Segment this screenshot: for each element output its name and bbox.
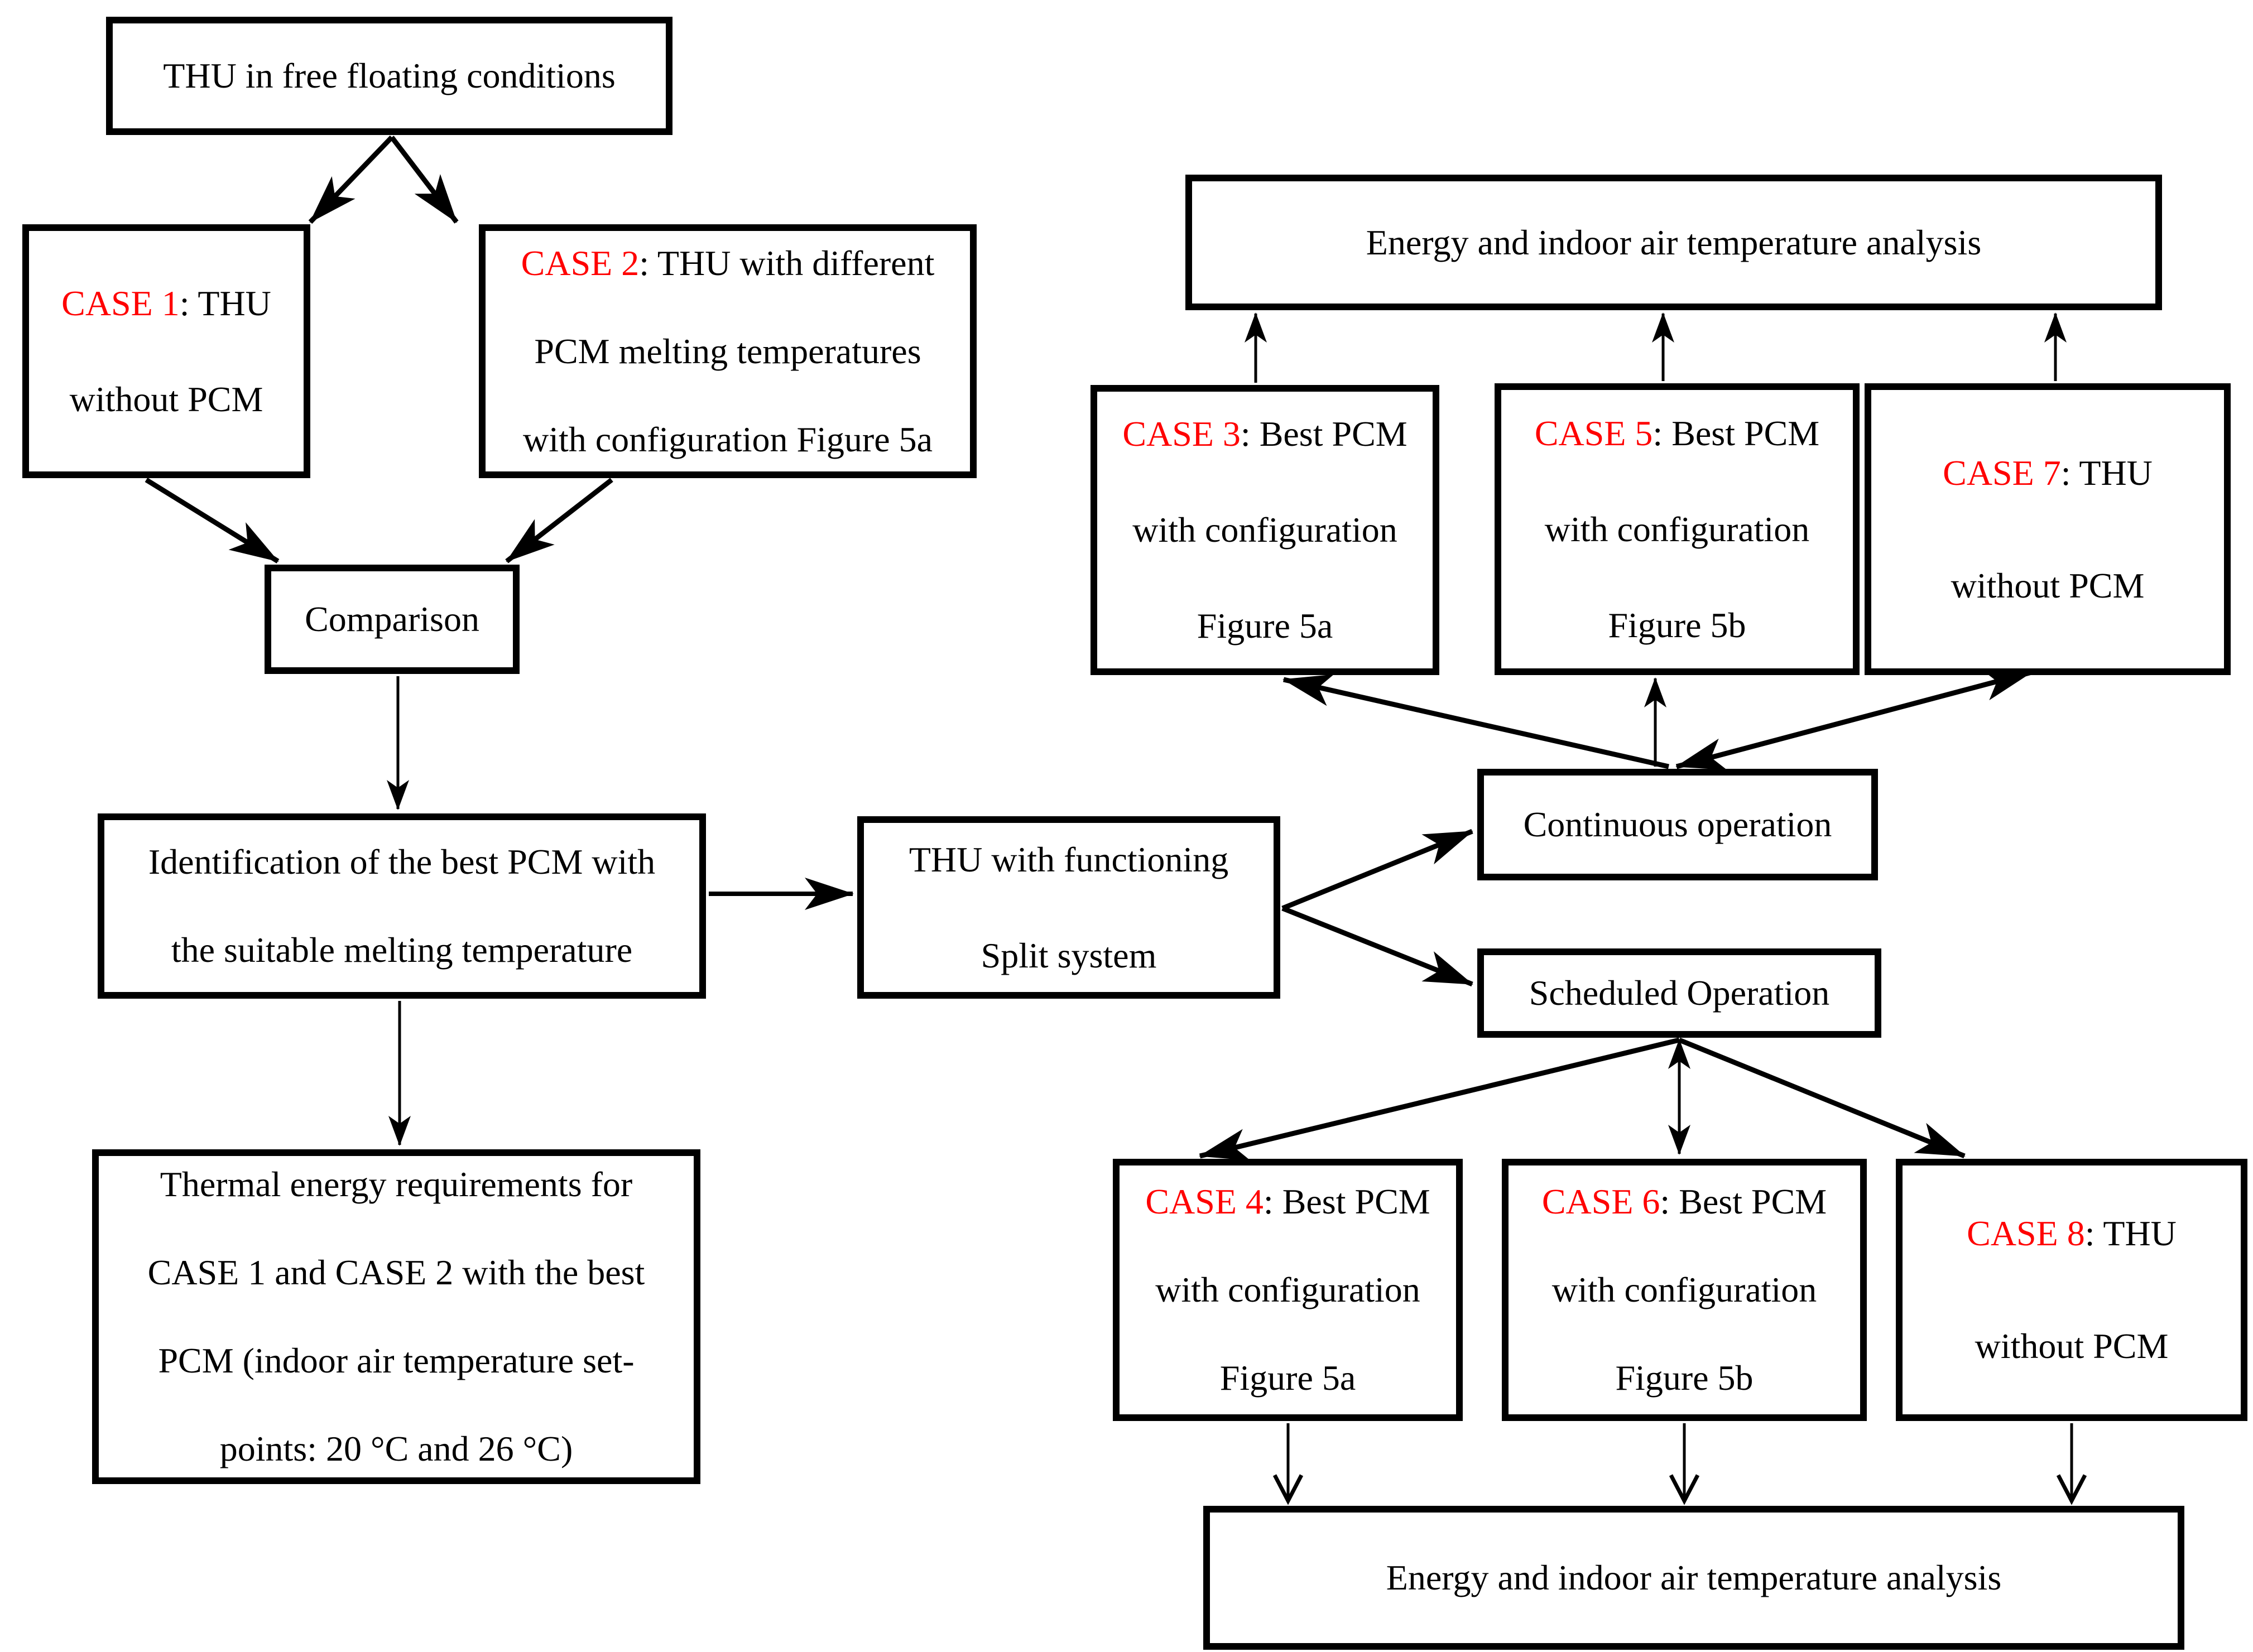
case-title-line: CASE 1: THU	[61, 283, 271, 324]
case-text-line: without PCM	[1975, 1326, 2169, 1366]
box-case-1: CASE 1: THU without PCM	[22, 224, 310, 478]
case-label: CASE 1	[61, 283, 180, 323]
arrow-continuous-case3	[1282, 674, 1669, 769]
box-case-8: CASE 8: THU without PCM	[1896, 1159, 2247, 1421]
arrow-thusplit-continuous	[1281, 829, 1473, 911]
case-label-suffix: : Best PCM	[1652, 413, 1820, 453]
box-text-line: PCM (indoor air temperature set-	[158, 1341, 635, 1380]
box-label: THU in free floating conditions	[163, 56, 616, 95]
box-text-line: Thermal energy requirements for	[160, 1164, 633, 1204]
box-case-3: CASE 3: Best PCM with configuration Figu…	[1091, 385, 1439, 675]
case-title-line: CASE 7: THU	[1943, 453, 2153, 493]
box-label: Continuous operation	[1523, 805, 1832, 844]
box-scheduled-operation: Scheduled Operation	[1477, 948, 1881, 1038]
case-label-suffix: : Best PCM	[1263, 1182, 1430, 1221]
case-label-suffix: : THU	[179, 283, 271, 323]
case-label: CASE 4	[1145, 1182, 1264, 1221]
box-text-line: Split system	[981, 935, 1157, 975]
case-title-line: CASE 8: THU	[1967, 1213, 2177, 1254]
case-text-line: with configuration	[1132, 510, 1397, 550]
box-case-6: CASE 6: Best PCM with configuration Figu…	[1502, 1159, 1867, 1421]
case-text-line: without PCM	[69, 379, 263, 419]
box-identification: Identification of the best PCM with the …	[98, 813, 706, 999]
case-label: CASE 6	[1541, 1182, 1660, 1221]
arrow-freefloating-case2	[390, 136, 459, 224]
arrow-scheduled-case8	[1678, 1037, 1966, 1159]
box-case-4: CASE 4: Best PCM with configuration Figu…	[1113, 1159, 1463, 1421]
case-text-line: with configuration	[1551, 1270, 1817, 1309]
case-label-suffix: : Best PCM	[1240, 414, 1407, 454]
arrow-case2-comparison	[505, 478, 613, 563]
box-text-line: THU with functioning	[909, 839, 1229, 879]
arrow-group	[145, 135, 2087, 1505]
box-analysis-bottom: Energy and indoor air temperature analys…	[1203, 1506, 2184, 1650]
box-text-line: CASE 1 and CASE 2 with the best	[147, 1253, 645, 1292]
case-text-line: Figure 5a	[1197, 606, 1333, 646]
arrow-case1-comparison	[145, 478, 280, 563]
case-label-suffix: : THU with different	[639, 243, 935, 283]
case-text-line: with configuration	[1155, 1270, 1420, 1309]
case-title-line: CASE 6: Best PCM	[1542, 1182, 1827, 1222]
case-text-line: without PCM	[1951, 565, 2145, 605]
case-label-suffix: : THU	[2084, 1213, 2177, 1253]
case-label-suffix: : Best PCM	[1660, 1182, 1827, 1221]
box-thu-split-system: THU with functioning Split system	[857, 816, 1280, 999]
box-text-line: the suitable melting temperature	[171, 930, 633, 970]
case-label: CASE 3	[1122, 414, 1241, 454]
box-text-line: points: 20 °C and 26 °C)	[219, 1429, 573, 1468]
box-continuous-operation: Continuous operation	[1477, 769, 1878, 880]
box-comparison: Comparison	[265, 565, 520, 674]
case-text-line: with configuration	[1544, 509, 1810, 549]
arrow-scheduled-case4	[1199, 1037, 1680, 1160]
box-case-5: CASE 5: Best PCM with configuration Figu…	[1495, 383, 1860, 675]
box-analysis-top: Energy and indoor air temperature analys…	[1185, 175, 2162, 310]
case-text-line: PCM melting temperatures	[534, 331, 921, 371]
box-label: Energy and indoor air temperature analys…	[1366, 222, 1982, 262]
box-thermal-requirements: Thermal energy requirements for CASE 1 a…	[92, 1149, 700, 1484]
case-text-line: Figure 5a	[1219, 1358, 1356, 1398]
box-free-floating: THU in free floating conditions	[106, 17, 672, 135]
box-label: Comparison	[305, 599, 479, 639]
box-case-7: CASE 7: THU without PCM	[1865, 383, 2231, 675]
case-title-line: CASE 3: Best PCM	[1122, 414, 1407, 454]
case-title-line: CASE 5: Best PCM	[1535, 413, 1819, 454]
case-text-line: with configuration Figure 5a	[522, 419, 933, 459]
case-label-suffix: : THU	[2060, 452, 2153, 493]
case-label: CASE 8	[1967, 1213, 2085, 1253]
case-title-line: CASE 2: THU with different	[521, 243, 935, 283]
arrow-thusplit-scheduled	[1281, 906, 1473, 987]
case-title-line: CASE 4: Best PCM	[1145, 1182, 1430, 1222]
box-case-2: CASE 2: THU with different PCM melting t…	[479, 224, 977, 478]
case-text-line: Figure 5b	[1615, 1358, 1754, 1398]
box-text-line: Identification of the best PCM with	[148, 842, 656, 882]
box-label: Energy and indoor air temperature analys…	[1386, 1558, 2002, 1597]
arrow-freefloating-case1	[308, 135, 394, 224]
case-label: CASE 7	[1943, 452, 2061, 493]
case-label: CASE 5	[1534, 413, 1653, 453]
case-text-line: Figure 5b	[1608, 605, 1746, 645]
arrow-continuous-case7	[1675, 669, 2033, 770]
box-label: Scheduled Operation	[1529, 973, 1830, 1013]
case-label: CASE 2	[521, 243, 640, 283]
